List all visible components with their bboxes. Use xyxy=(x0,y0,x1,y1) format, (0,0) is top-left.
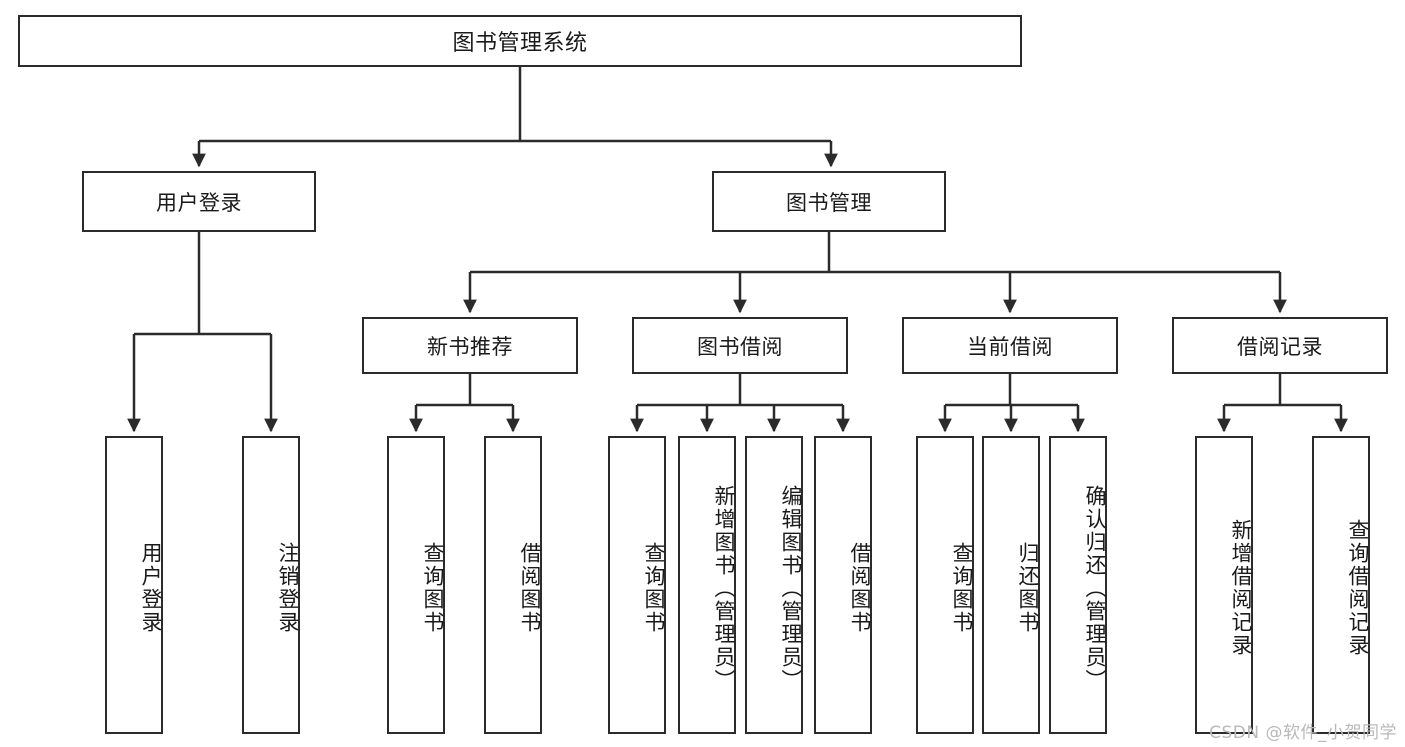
node-leaf-label: 用户登录 xyxy=(139,542,163,634)
node-book-borrow[interactable]: 图书借阅 xyxy=(632,317,848,374)
node-leaf-add-borrow-record[interactable]: 新增借阅记录 xyxy=(1195,436,1253,734)
node-leaf-query-borrow-record[interactable]: 查询借阅记录 xyxy=(1312,436,1370,734)
node-borrow-record[interactable]: 借阅记录 xyxy=(1172,317,1388,374)
node-leaf-logout-login[interactable]: 注销登录 xyxy=(242,436,300,734)
node-leaf-label: 注销登录 xyxy=(276,542,300,634)
node-leaf-user-login[interactable]: 用户登录 xyxy=(105,436,163,734)
node-leaf-label: 新增图书（管理员） xyxy=(712,484,736,692)
node-leaf-query-book-3[interactable]: 查询图书 xyxy=(916,436,974,734)
node-leaf-label: 借阅图书 xyxy=(848,542,872,634)
node-leaf-borrow-book-1[interactable]: 借阅图书 xyxy=(484,436,542,734)
node-leaf-confirm-return-admin[interactable]: 确认归还（管理员） xyxy=(1049,436,1107,734)
watermark: CSDN @软件_小贺同学 xyxy=(1209,723,1397,743)
node-leaf-query-book-2[interactable]: 查询图书 xyxy=(608,436,666,734)
node-book-manage[interactable]: 图书管理 xyxy=(712,171,946,232)
node-leaf-query-book-1[interactable]: 查询图书 xyxy=(387,436,445,734)
node-leaf-label: 查询图书 xyxy=(421,542,445,634)
node-leaf-borrow-book-2[interactable]: 借阅图书 xyxy=(814,436,872,734)
node-root[interactable]: 图书管理系统 xyxy=(18,15,1022,67)
node-leaf-label: 新增借阅记录 xyxy=(1229,519,1253,657)
node-leaf-label: 编辑图书（管理员） xyxy=(779,484,803,692)
node-user-login[interactable]: 用户登录 xyxy=(82,171,316,232)
node-leaf-label: 查询图书 xyxy=(642,542,666,634)
node-leaf-return-book[interactable]: 归还图书 xyxy=(982,436,1040,734)
node-leaf-label: 查询借阅记录 xyxy=(1346,519,1370,657)
node-leaf-label: 归还图书 xyxy=(1016,542,1040,634)
node-leaf-edit-book-admin[interactable]: 编辑图书（管理员） xyxy=(745,436,803,734)
node-leaf-label: 借阅图书 xyxy=(518,542,542,634)
node-leaf-add-book-admin[interactable]: 新增图书（管理员） xyxy=(678,436,736,734)
node-current-borrow[interactable]: 当前借阅 xyxy=(902,317,1118,374)
node-leaf-label: 查询图书 xyxy=(950,542,974,634)
node-leaf-label: 确认归还（管理员） xyxy=(1083,484,1107,692)
node-new-book-recommend[interactable]: 新书推荐 xyxy=(362,317,578,374)
